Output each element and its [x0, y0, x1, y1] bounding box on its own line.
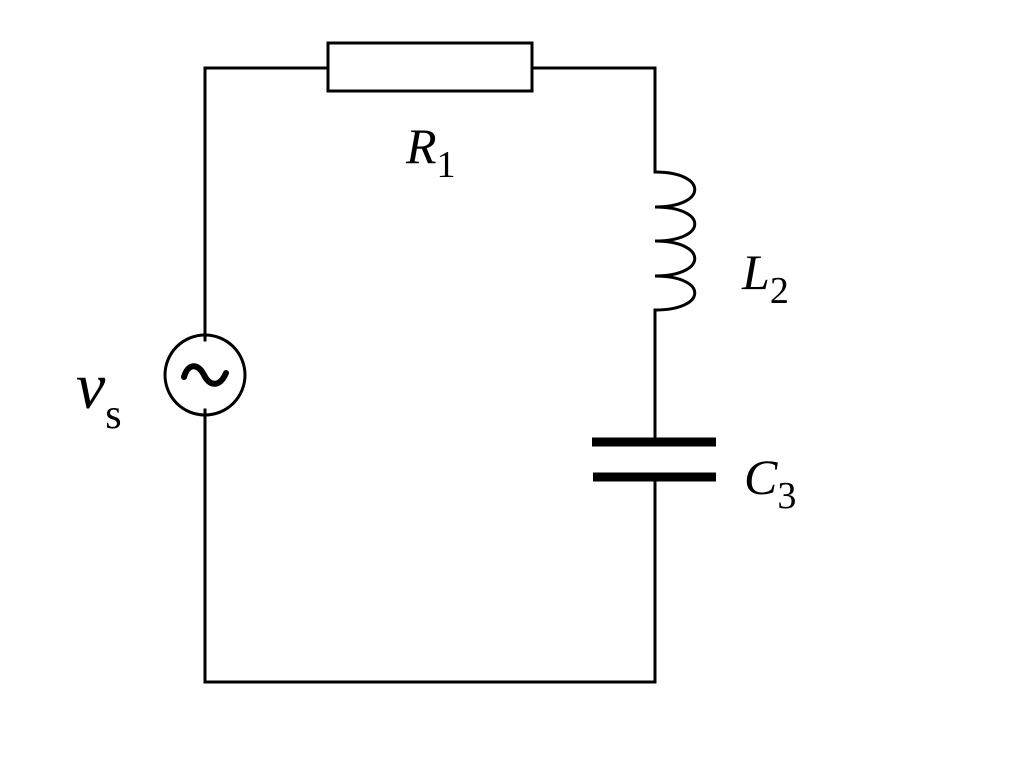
label-r1-symbol: R	[405, 118, 437, 174]
label-l2: L2	[741, 244, 789, 312]
label-r1: R1	[405, 118, 456, 186]
resistor-r1	[326, 41, 534, 93]
label-r1-subscript: 1	[437, 144, 456, 186]
capacitor-c3	[592, 437, 716, 482]
source-circle	[163, 333, 247, 417]
label-l2-symbol: L	[741, 244, 770, 300]
wires	[203, 66, 657, 684]
sine-wave-icon	[181, 363, 229, 387]
label-vs-subscript: s	[105, 392, 121, 438]
label-l2-subscript: 2	[770, 270, 789, 312]
label-vs: vs	[76, 350, 122, 438]
inductor-l2	[654, 170, 697, 312]
label-c3: C3	[744, 449, 796, 517]
ac-source-icon	[163, 333, 247, 417]
label-c3-symbol: C	[744, 449, 778, 505]
label-vs-symbol: v	[76, 350, 106, 423]
label-c3-subscript: 3	[777, 475, 796, 517]
